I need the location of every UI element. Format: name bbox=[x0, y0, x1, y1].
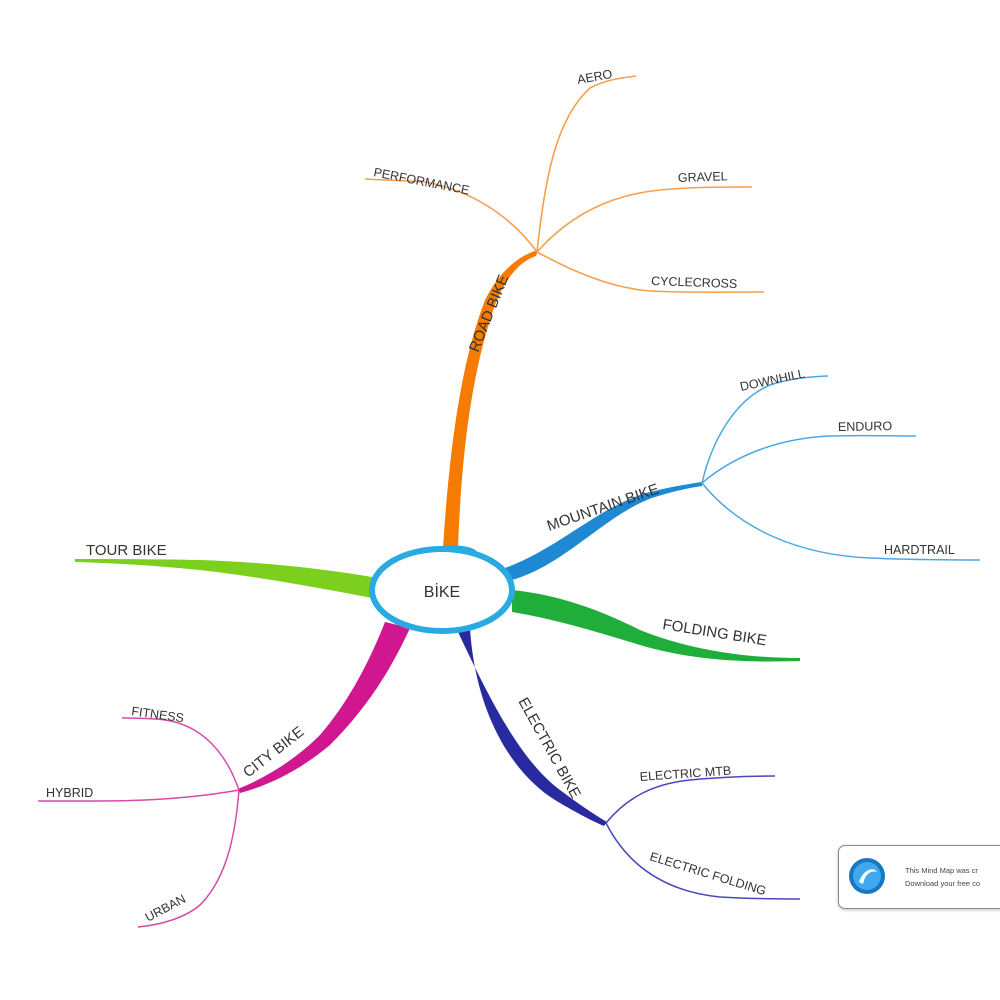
sub-label-performance: PERFORMANCE bbox=[372, 165, 470, 197]
branch-tour-line bbox=[75, 559, 372, 598]
sub-label-gravel: GRAVEL bbox=[678, 169, 728, 185]
branch-mountain-label: MOUNTAIN BIKE bbox=[545, 481, 661, 535]
subbranch-hybrid-line bbox=[38, 789, 240, 802]
watermark-line-2: Download your free co bbox=[905, 879, 981, 888]
center-label: BİKE bbox=[424, 582, 460, 601]
subbranch-performance-line bbox=[364, 178, 538, 253]
branch-mountain-line bbox=[505, 482, 702, 580]
sub-label-enduro: ENDURO bbox=[838, 419, 893, 434]
branch-tour: TOUR BIKE bbox=[75, 542, 372, 598]
branch-road-label: ROAD BIKE bbox=[466, 272, 512, 354]
sub-label-electric-folding: ELECTRIC FOLDING bbox=[648, 849, 768, 898]
subbranch-electric-folding-line bbox=[605, 822, 801, 900]
sub-label-urban: URBAN bbox=[143, 892, 188, 925]
sub-label-aero: AERO bbox=[576, 67, 614, 87]
center-node: BİKE bbox=[369, 545, 515, 634]
sub-label-hardtrail: HARDTRAIL bbox=[884, 543, 955, 557]
watermark-line-1: This Mind Map was cr bbox=[905, 866, 978, 875]
branch-road-line bbox=[443, 250, 538, 548]
center-ring-tail bbox=[439, 545, 477, 555]
branch-tour-label: TOUR BIKE bbox=[86, 542, 167, 559]
subbranch-hardtrail-line bbox=[701, 482, 981, 561]
branch-electric: ELECTRIC BIKE ELECTRIC MTB ELECTRIC FOLD… bbox=[458, 628, 801, 900]
branch-city: CITY BIKE FITNESS HYBRID URBAN bbox=[38, 622, 410, 928]
watermark-badge[interactable]: This Mind Map was cr Download your free … bbox=[838, 845, 1000, 909]
subbranch-gravel-line bbox=[536, 186, 753, 253]
subbranch-aero-line bbox=[536, 75, 637, 253]
sub-label-downhill: DOWNHILL bbox=[739, 367, 806, 394]
sub-label-electric-mtb: ELECTRIC MTB bbox=[639, 764, 731, 784]
sub-label-hybrid: HYBRID bbox=[46, 786, 93, 800]
subbranch-urban-line bbox=[137, 789, 240, 928]
subbranch-electric-mtb-line bbox=[605, 775, 776, 824]
branch-city-line bbox=[238, 622, 410, 793]
sub-label-cyclecross: CYCLECROSS bbox=[651, 274, 738, 291]
subbranch-cyclecross-line bbox=[536, 251, 765, 294]
branch-mountain: MOUNTAIN BIKE DOWNHILL ENDURO HARDTRAIL bbox=[505, 367, 981, 580]
subbranch-fitness-line bbox=[121, 717, 240, 791]
sub-label-fitness: FITNESS bbox=[131, 704, 185, 725]
app-logo-icon bbox=[849, 858, 885, 894]
subbranch-downhill-line bbox=[701, 375, 829, 484]
branch-folding: FOLDING BIKE bbox=[512, 590, 800, 662]
branch-folding-line bbox=[512, 590, 800, 662]
subbranch-enduro-line bbox=[701, 434, 917, 484]
